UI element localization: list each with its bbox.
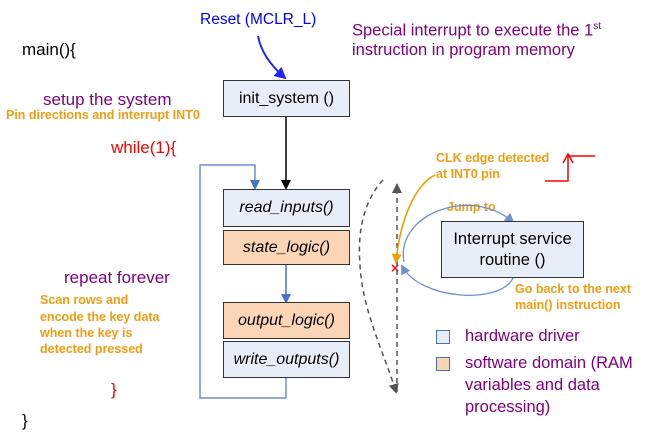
legend-hardware-swatch xyxy=(436,330,450,344)
clk-edge-line-1: CLK edge detected xyxy=(436,151,550,165)
write-outputs-label: write_outputs() xyxy=(233,350,340,368)
legend-software-swatch xyxy=(436,357,450,371)
setup-label: setup the system xyxy=(43,90,172,109)
interrupt-dashed-curve xyxy=(358,179,399,394)
clk-edge-arrow xyxy=(391,174,436,264)
scan-note-line-1: Scan rows and xyxy=(40,293,129,307)
legend-hardware-label: hardware driver xyxy=(465,327,580,345)
clk-edge-line-2: at INT0 pin xyxy=(436,167,500,181)
output-logic-box: output_logic() xyxy=(223,302,350,339)
legend-software-line-2: variables and data xyxy=(465,376,600,394)
scan-note-line-2: encode the key data xyxy=(40,310,160,324)
special-interrupt-line-2: instruction in program memory xyxy=(352,41,575,59)
repeat-forever-label: repeat forever xyxy=(64,268,170,287)
isr-label-line-2: routine () xyxy=(479,250,546,269)
init-system-label: init_system () xyxy=(238,89,335,107)
read-inputs-label: read_inputs() xyxy=(239,199,334,216)
scan-note-line-3: when the key is xyxy=(40,326,133,340)
loop-back-line xyxy=(199,164,287,399)
legend-software-line-3: processing) xyxy=(465,398,551,416)
output-logic-label: output_logic() xyxy=(238,311,335,329)
main-close-label: } xyxy=(22,411,28,430)
reset-label: Reset (MCLR_L) xyxy=(200,11,317,28)
special-interrupt-sup: st xyxy=(593,21,602,32)
pin-directions-label: Pin directions and interrupt INT0 xyxy=(6,108,200,122)
clock-edge-up-arrow xyxy=(562,152,574,164)
interrupt-point-mark: × xyxy=(390,261,400,275)
scan-note-line-4: detected pressed xyxy=(40,342,143,356)
write-outputs-box: write_outputs() xyxy=(223,341,350,378)
jump-to-arrow xyxy=(402,204,515,263)
go-back-arrow xyxy=(401,264,514,296)
go-back-line-2: main() instruction xyxy=(515,298,621,312)
state-logic-box: state_logic() xyxy=(223,230,350,265)
while-close-label: } xyxy=(111,380,117,399)
isr-box: Interrupt service routine () xyxy=(441,221,584,278)
legend-software-line-1: software domain (RAM xyxy=(465,354,633,372)
special-interrupt-line-1: Special interrupt to execute the 1st xyxy=(352,21,601,40)
jump-to-label: Jump to xyxy=(447,200,496,214)
init-system-box: init_system () xyxy=(223,80,350,117)
go-back-line-1: Go back to the next xyxy=(515,282,631,296)
clock-edge-waveform xyxy=(545,155,595,182)
read-inputs-box: read_inputs() xyxy=(223,189,350,227)
special-interrupt-text: Special interrupt to execute the 1 xyxy=(352,21,594,40)
while-open-label: while(1){ xyxy=(111,138,177,157)
state-logic-label: state_logic() xyxy=(242,238,331,256)
main-open-label: main(){ xyxy=(22,40,76,59)
isr-label-line-1: Interrupt service xyxy=(453,229,572,248)
reset-arrow xyxy=(257,35,287,80)
